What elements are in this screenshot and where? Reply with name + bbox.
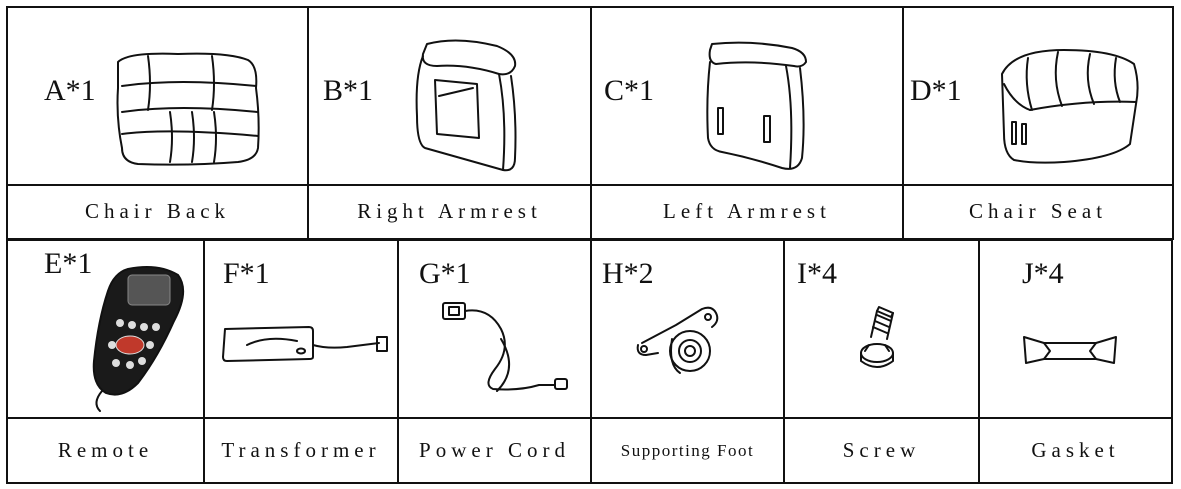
part-cell-gasket: J*4 Gasket (978, 239, 1173, 484)
power-cord-icon (442, 302, 568, 392)
part-label: Supporting Foot (620, 440, 755, 460)
part-cell-chair-seat: D*1 Chair Seat (902, 6, 1174, 240)
part-code: J*4 (1022, 257, 1064, 290)
part-code: A*1 (44, 74, 96, 107)
part-image-area: J*4 (980, 241, 1171, 419)
part-cell-power-cord: G*1 Power Cord (397, 239, 592, 484)
part-code: F*1 (223, 257, 270, 290)
part-cell-supporting-foot: H*2 Supporting Foot (590, 239, 785, 484)
part-image-area: G*1 (399, 241, 590, 419)
part-code: H*2 (602, 257, 654, 290)
part-image-area: C*1 (592, 8, 902, 186)
part-code: C*1 (604, 74, 655, 107)
parts-row-top: A*1 Chair Back B*1 (6, 6, 1174, 240)
part-cell-transformer: F*1 Transformer (203, 239, 399, 484)
part-cell-right-armrest: B*1 Right Armrest (307, 6, 592, 240)
parts-row-bottom: E*1 Remote (6, 239, 1174, 484)
right-armrest-icon (415, 39, 517, 172)
part-cell-chair-back: A*1 Chair Back (6, 6, 309, 240)
supporting-foot-icon (636, 306, 719, 374)
part-image-area: F*1 (205, 241, 397, 419)
part-cell-left-armrest: C*1 Left Armrest (590, 6, 904, 240)
part-image-area: D*1 (904, 8, 1172, 186)
part-code: E*1 (44, 247, 93, 280)
part-image-area: I*4 (785, 241, 978, 419)
left-armrest-icon (706, 41, 807, 170)
part-label: Right Armrest (357, 198, 542, 223)
gasket-icon (1023, 336, 1117, 364)
screw-icon (860, 306, 894, 368)
part-code: I*4 (797, 257, 837, 290)
part-label: Remote (57, 438, 154, 462)
part-label: Chair Seat (968, 198, 1108, 223)
part-code: B*1 (323, 74, 374, 107)
part-code: G*1 (419, 257, 471, 290)
part-label: Left Armrest (663, 198, 831, 223)
part-label: Chair Back (84, 198, 231, 223)
part-label: Gasket (1031, 438, 1120, 462)
remote-icon (92, 266, 185, 412)
part-image-area: B*1 (309, 8, 590, 186)
part-code: D*1 (910, 74, 962, 107)
part-label: Power Cord (419, 438, 570, 462)
part-label: Transformer (221, 438, 381, 462)
part-image-area: H*2 (592, 241, 783, 419)
part-label: Screw (842, 438, 921, 462)
transformer-icon (222, 326, 388, 362)
part-cell-screw: I*4 Screw (783, 239, 980, 484)
part-cell-remote: E*1 Remote (6, 239, 205, 484)
chair-seat-icon (1001, 49, 1139, 164)
part-image-area: A*1 (8, 8, 307, 186)
part-image-area: E*1 (8, 241, 203, 419)
chair-back-icon (116, 52, 260, 166)
